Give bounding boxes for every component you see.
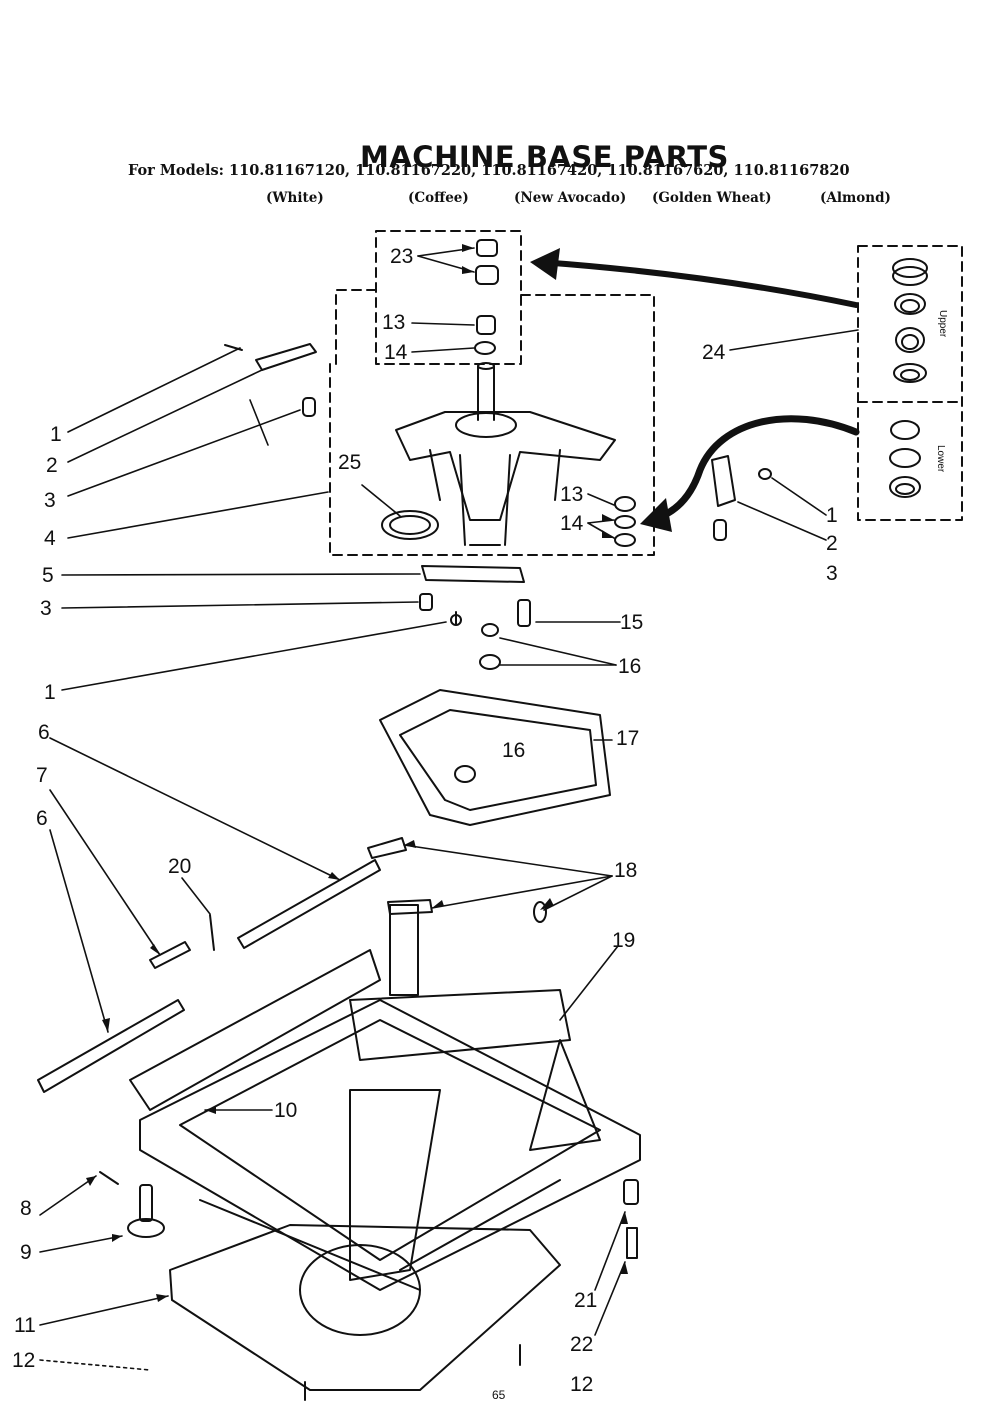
- callout-9: 9: [20, 1241, 32, 1264]
- center-hub: [381, 362, 616, 546]
- callout-16: 16: [502, 739, 526, 762]
- callout-5: 5: [42, 564, 54, 587]
- frame-17: [379, 689, 611, 826]
- callout-2: 2: [826, 532, 838, 555]
- callout-14: 14: [560, 512, 584, 535]
- callout-22: 22: [570, 1333, 594, 1356]
- leader-arrowheads: [86, 244, 628, 1302]
- callout-1: 1: [50, 423, 62, 446]
- upper-kit-label: Upper: [937, 310, 948, 338]
- callout-20: 20: [168, 855, 192, 878]
- color-white: (White): [266, 190, 324, 206]
- callout-6: 6: [36, 807, 48, 830]
- callout-18: 18: [614, 859, 638, 882]
- callout-6: 6: [38, 721, 50, 744]
- callout-19: 19: [612, 929, 636, 952]
- leader-lines: [39, 247, 859, 1371]
- callout-10: 10: [274, 1099, 298, 1122]
- callout-1: 1: [826, 504, 838, 527]
- page-title: MACHINE BASE PARTS: [360, 140, 729, 174]
- callout-11: 11: [14, 1314, 36, 1337]
- color-coffee: (Coffee): [408, 190, 469, 206]
- callout-16: 16: [618, 655, 642, 678]
- callout-15: 15: [620, 611, 644, 634]
- callout-7: 7: [36, 764, 48, 787]
- callout-13: 13: [382, 311, 406, 334]
- callout-17: 17: [616, 727, 640, 750]
- callout-3: 3: [826, 562, 838, 585]
- bearing-parts: [474, 239, 499, 355]
- callout-23: 23: [390, 245, 414, 268]
- callout-4: 4: [44, 527, 56, 550]
- models-line: For Models: 110.81167120, 110.81167220, …: [128, 162, 850, 179]
- callout-3: 3: [44, 489, 56, 512]
- callout-8: 8: [20, 1197, 32, 1220]
- color-golden-wheat: (Golden Wheat): [652, 190, 772, 206]
- footer-code: 65: [492, 1388, 506, 1402]
- upper-kit-parts: [889, 258, 928, 498]
- arrow-upper-kit: [537, 259, 859, 308]
- base-pan-11: [169, 1224, 561, 1391]
- lower-kit-label: Lower: [935, 445, 946, 473]
- callout-12: 12: [570, 1373, 594, 1396]
- color-almond: (Almond): [820, 190, 891, 206]
- base-frame: [129, 904, 641, 1291]
- callout-3: 3: [40, 597, 52, 620]
- color-new-avocado: (New Avocado): [514, 190, 627, 206]
- callout-12: 12: [12, 1349, 36, 1372]
- bracket-right: [711, 455, 772, 541]
- callout-2: 2: [46, 454, 58, 477]
- callout-24: 24: [702, 341, 726, 364]
- callout-21: 21: [574, 1289, 598, 1312]
- callout-1: 1: [44, 681, 56, 704]
- dashed-group-boxes: [329, 230, 963, 556]
- arrow-lower-kit: [646, 415, 860, 524]
- bracket-top-left: [224, 343, 317, 417]
- callout-13: 13: [560, 483, 584, 506]
- callout-14: 14: [384, 341, 408, 364]
- callout-25: 25: [338, 451, 362, 474]
